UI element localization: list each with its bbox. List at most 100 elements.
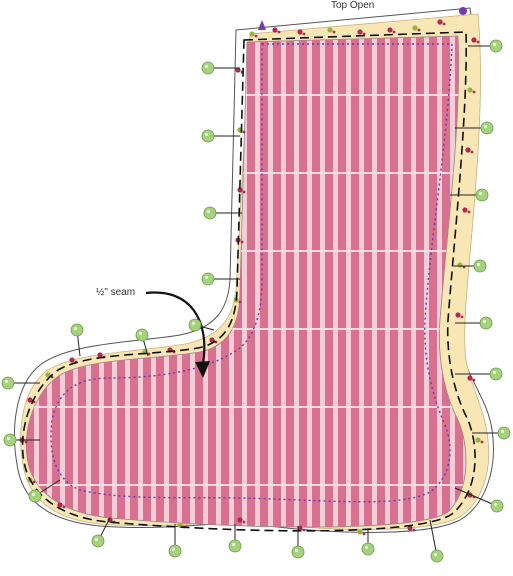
- stitch-dot-line: [50, 43, 453, 503]
- floral-dot: [476, 40, 480, 44]
- floral-dot: [254, 34, 258, 38]
- floral-motif: [357, 529, 363, 535]
- pin-highlight: [364, 545, 369, 550]
- floral-motif: [471, 37, 477, 43]
- floral-motif: [27, 397, 33, 403]
- pin-icon: [430, 549, 444, 563]
- stripe: [260, 36, 268, 528]
- stripe: [338, 36, 346, 528]
- pin-highlight: [138, 331, 143, 336]
- curved-arrow-head: [195, 361, 210, 378]
- pin-icon: [489, 39, 503, 53]
- floral-motif: [357, 29, 363, 35]
- pin-icon: [479, 316, 493, 330]
- floral-dot: [467, 210, 471, 214]
- pin-highlight: [492, 42, 497, 47]
- floral-dot: [412, 528, 416, 532]
- pin-highlight: [191, 321, 196, 326]
- stripe: [416, 36, 424, 528]
- floral-motif: [475, 437, 481, 443]
- floral-dot: [147, 352, 151, 356]
- stripe: [104, 36, 112, 528]
- pin-highlight: [231, 542, 236, 547]
- floral-motif: [249, 31, 255, 37]
- pin-icon: [188, 318, 202, 332]
- stripe: [221, 36, 229, 528]
- floral-motif: [297, 525, 303, 531]
- pin-highlight: [478, 191, 483, 196]
- stripe: [182, 36, 190, 528]
- pin-highlight: [204, 64, 209, 69]
- stripe: [286, 36, 294, 528]
- pin-icon: [201, 129, 215, 143]
- pin-icon: [3, 433, 17, 447]
- pin-icon: [168, 544, 182, 558]
- pin-highlight: [483, 124, 488, 129]
- stripe: [91, 36, 99, 528]
- stripe: [169, 36, 177, 528]
- floral-motif: [45, 372, 51, 378]
- pin-highlight: [171, 547, 176, 552]
- floral-dot: [470, 150, 474, 154]
- floral-motif: [437, 19, 443, 25]
- pin-highlight: [31, 492, 36, 497]
- floral-dot: [302, 528, 306, 532]
- curved-arrow-icon: [145, 291, 206, 365]
- seam-label: ½" seam: [96, 287, 136, 298]
- stripe: [273, 36, 281, 528]
- floral-motif: [465, 147, 471, 153]
- floral-dot: [242, 520, 246, 524]
- stripe: [78, 36, 86, 528]
- floral-dot: [472, 90, 476, 94]
- pin-icon: [1, 376, 15, 390]
- pin-highlight: [476, 262, 481, 267]
- seam-dash-line: [21, 31, 476, 532]
- floral-dot: [472, 378, 476, 382]
- stripe: [65, 36, 73, 528]
- floral-motif: [462, 207, 468, 213]
- floral-dot: [362, 32, 366, 36]
- pin-icon: [480, 121, 494, 135]
- pin-icon: [497, 426, 511, 440]
- floral-motif: [97, 352, 103, 358]
- floral-dot: [240, 240, 244, 244]
- floral-motif: [237, 517, 243, 523]
- stripe: [390, 36, 398, 528]
- top-marker-dot: [459, 7, 467, 15]
- floral-dot: [302, 32, 306, 36]
- pin-highlight: [204, 132, 209, 137]
- pin-icon: [490, 499, 504, 513]
- pin-highlight: [500, 429, 505, 434]
- stripe: [39, 36, 47, 528]
- top-open-label: Top Open: [331, 0, 375, 11]
- pin-highlight: [94, 537, 99, 542]
- stripe: [299, 36, 307, 528]
- floral-dot: [238, 300, 242, 304]
- stripe-pattern: [26, 36, 463, 528]
- pin-highlight: [482, 319, 487, 324]
- floral-motif: [467, 87, 473, 93]
- stripe: [403, 36, 411, 528]
- floral-motif: [455, 312, 461, 318]
- arrow-up-icon: [258, 20, 266, 30]
- floral-motif: [297, 29, 303, 35]
- floral-dot: [277, 30, 281, 34]
- pin-highlight: [73, 326, 78, 331]
- stripe: [351, 36, 359, 528]
- floral-dot: [62, 505, 66, 509]
- floral-dot: [480, 440, 484, 444]
- stripe: [364, 36, 372, 528]
- floral-motif: [272, 27, 278, 33]
- stripe: [325, 36, 333, 528]
- floral-motif: [387, 27, 393, 33]
- stripe: [143, 36, 151, 528]
- floral-motif: [235, 67, 241, 73]
- pin-icon: [91, 534, 105, 548]
- floral-dot: [32, 480, 36, 484]
- floral-motif: [237, 187, 243, 193]
- pin-leader: [454, 487, 498, 507]
- pin-icon: [291, 545, 305, 559]
- floral-dot: [24, 440, 28, 444]
